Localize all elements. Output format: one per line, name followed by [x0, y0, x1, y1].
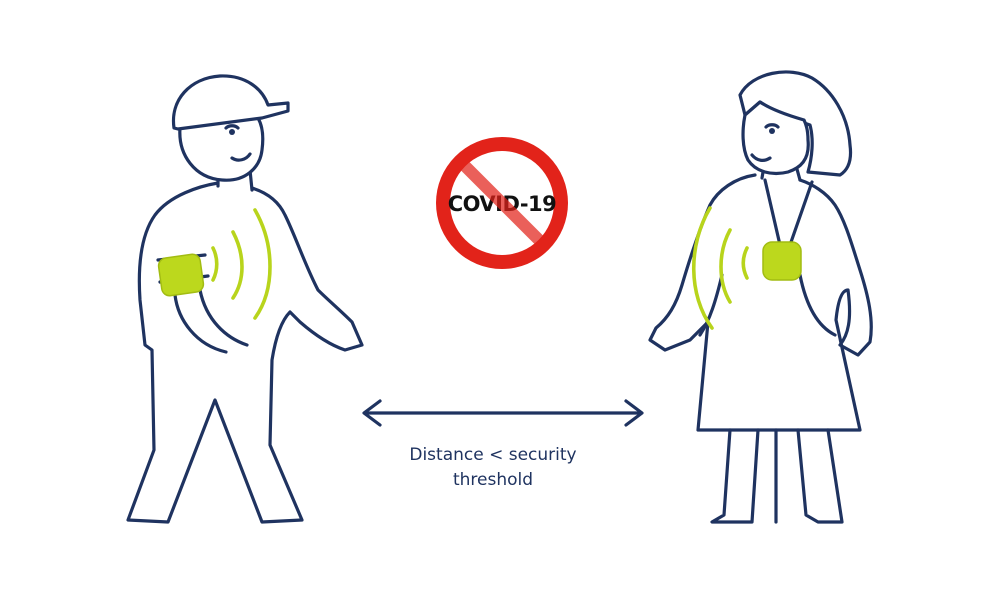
woman-face	[741, 100, 810, 176]
man-signal-waves	[211, 246, 219, 282]
distance-arrow	[362, 399, 644, 427]
no-covid-sign: COVID-19	[436, 137, 568, 269]
armband-device	[157, 253, 205, 297]
prohibition-slash	[460, 161, 544, 245]
man-figure	[126, 74, 364, 524]
man-body	[126, 181, 364, 524]
woman-legs	[710, 428, 844, 524]
distance-caption-line2: threshold	[453, 470, 533, 490]
man-head	[178, 116, 265, 182]
woman-signal-waves	[741, 246, 749, 280]
woman-dress	[648, 173, 873, 432]
pendant-device	[762, 241, 802, 281]
woman-figure	[648, 70, 873, 524]
distance-caption-line1: Distance < security	[409, 445, 576, 465]
man-cap	[171, 74, 290, 131]
